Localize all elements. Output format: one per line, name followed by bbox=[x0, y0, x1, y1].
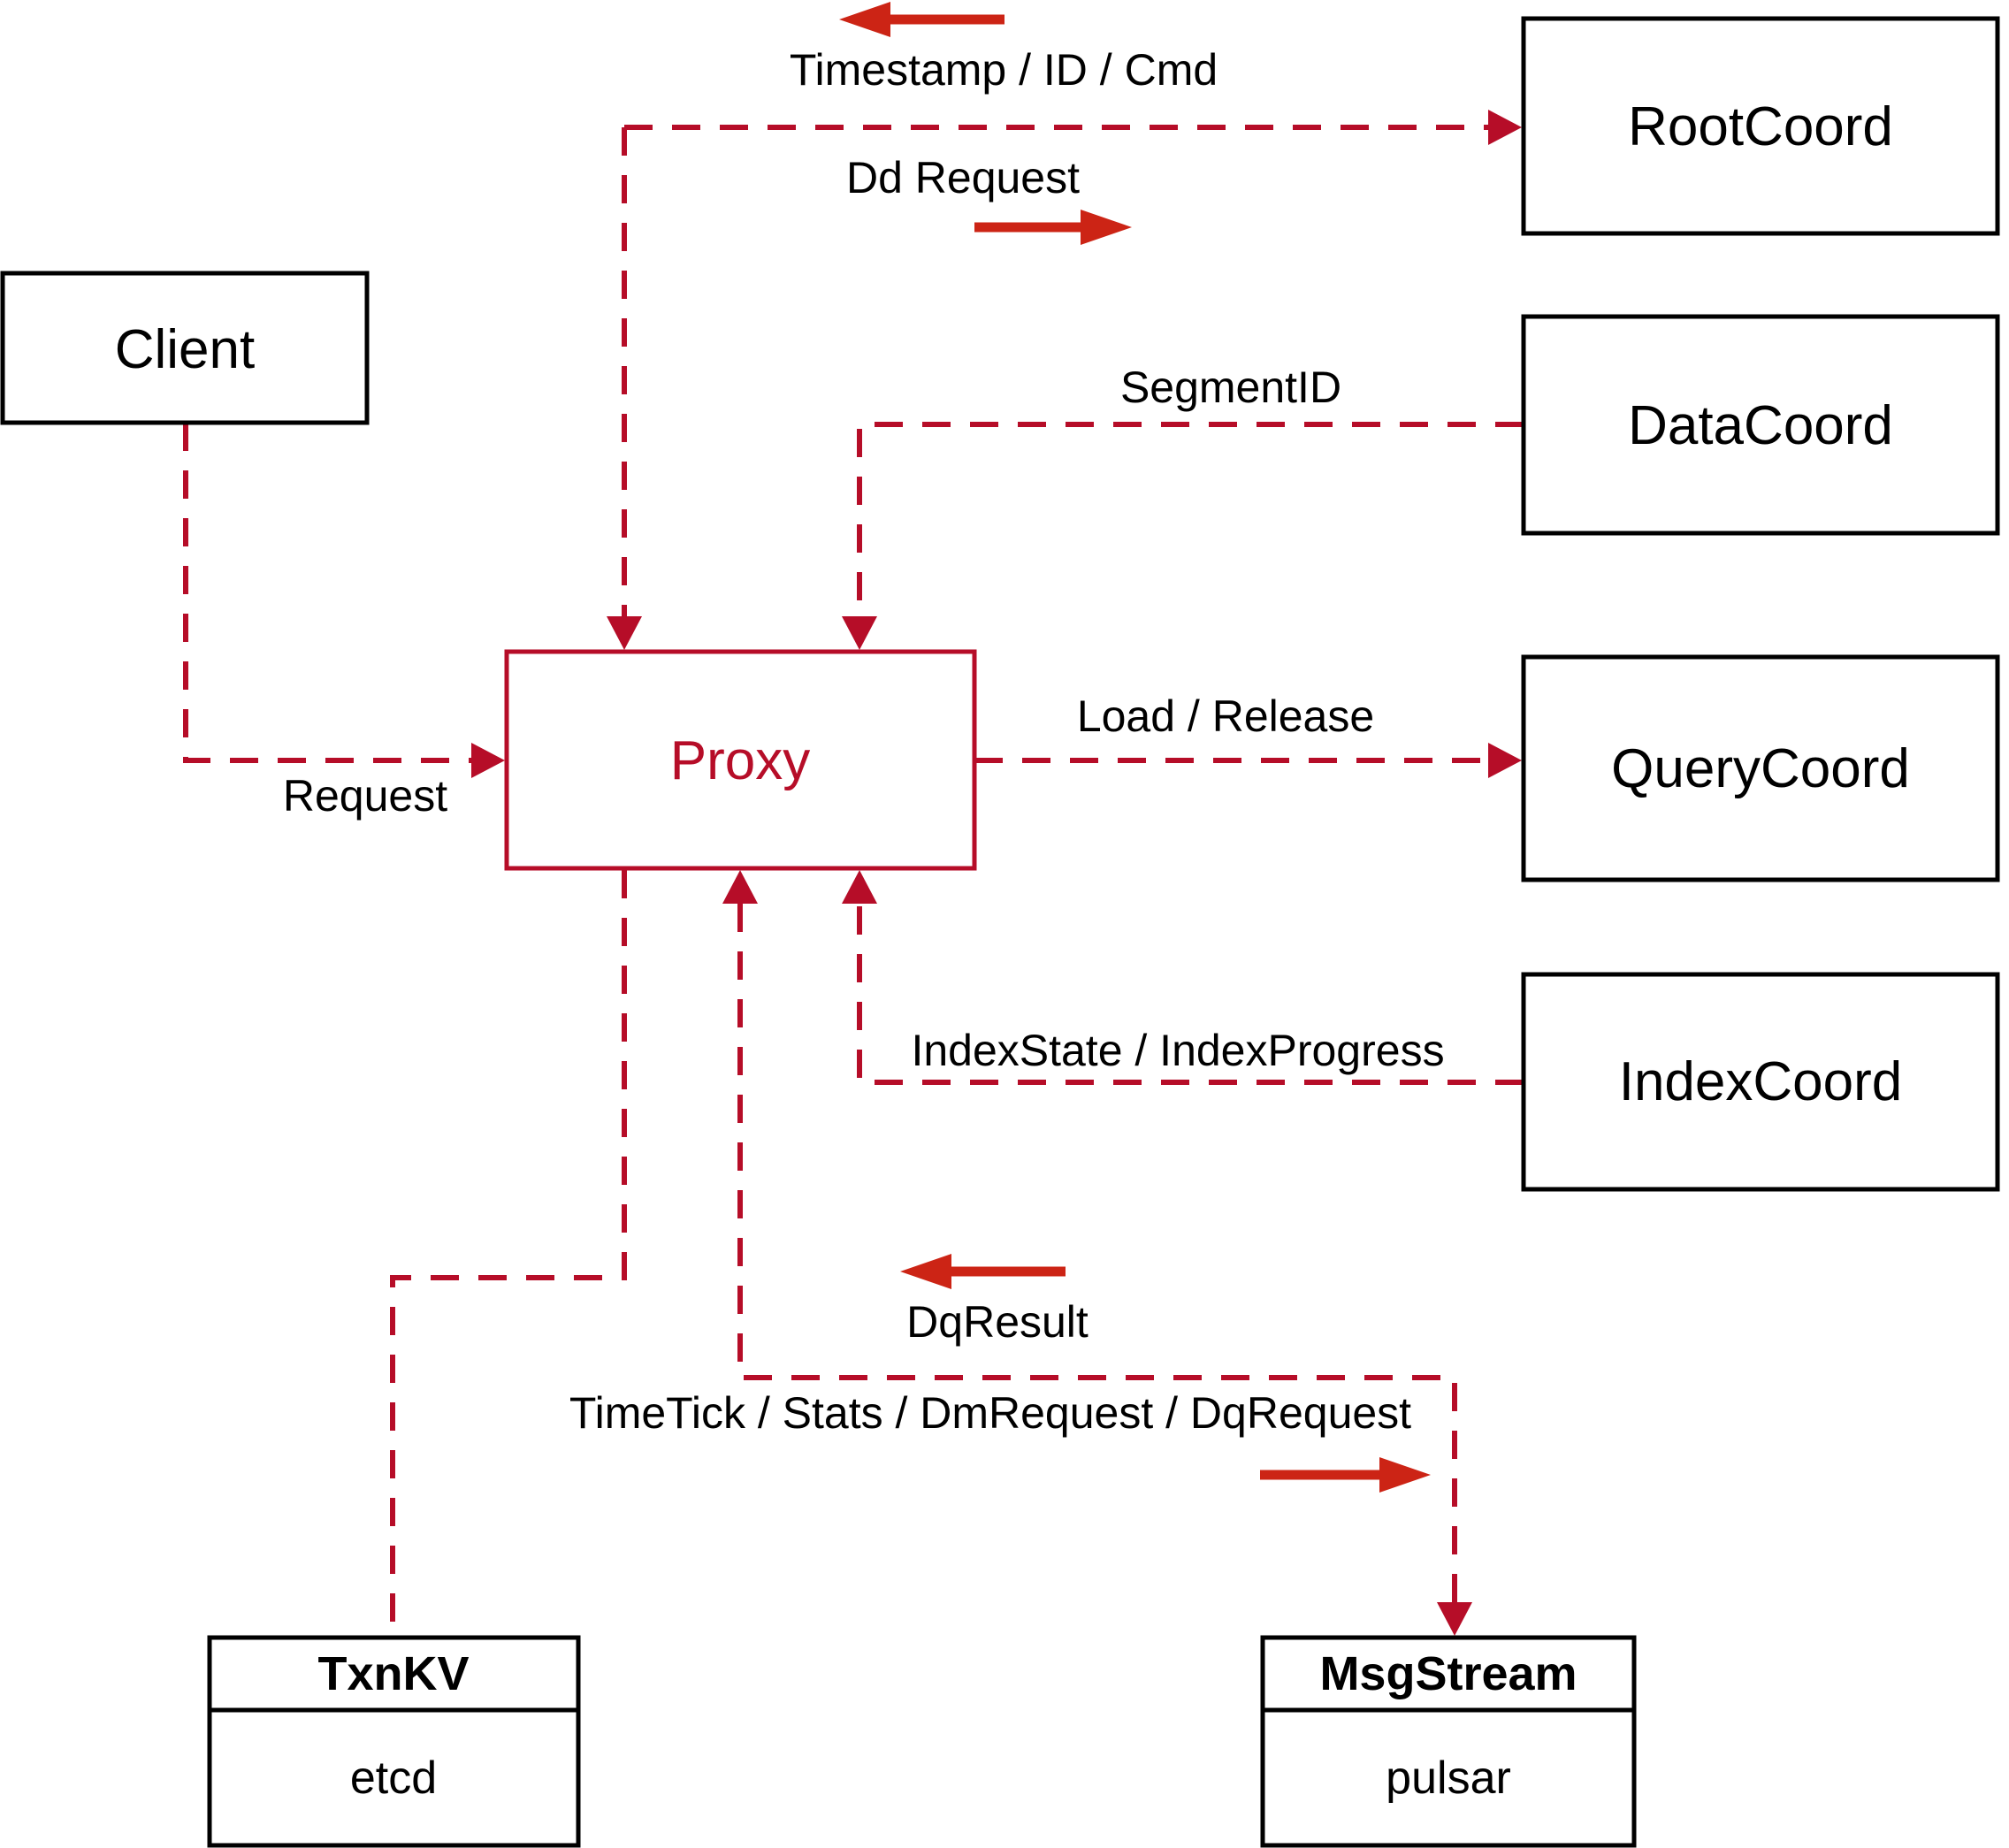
txnkv-title: TxnKV bbox=[317, 1647, 469, 1700]
arrowhead-into-querycoord bbox=[1488, 743, 1522, 778]
edge-indexcoord-proxy bbox=[857, 904, 1524, 1085]
rootcoord-label: RootCoord bbox=[1628, 96, 1893, 157]
node-proxy: Proxy bbox=[504, 649, 977, 871]
node-msgstream: MsgStream pulsar bbox=[1260, 1635, 1637, 1848]
edge-label-load-release: Load / Release bbox=[1077, 691, 1374, 741]
edge-proxy-txnkv bbox=[390, 870, 627, 1636]
client-box bbox=[0, 271, 370, 425]
arrowhead-into-proxy-left bbox=[471, 743, 505, 778]
txnkv-box bbox=[207, 1635, 581, 1848]
edges bbox=[183, 110, 1524, 1636]
indexcoord-box bbox=[1521, 972, 2000, 1192]
arrowhead-into-proxy-top-right bbox=[842, 616, 877, 650]
edge-label-timestamp-id-cmd: Timestamp / ID / Cmd bbox=[790, 45, 1218, 95]
proxy-box bbox=[504, 649, 977, 871]
msgstream-title: MsgStream bbox=[1319, 1647, 1577, 1700]
node-datacoord: DataCoord bbox=[1521, 314, 2000, 536]
datacoord-box bbox=[1521, 314, 2000, 536]
left-arrow-timestamp-icon bbox=[839, 2, 1004, 37]
node-rootcoord: RootCoord bbox=[1521, 16, 2000, 236]
right-arrow-dd-request-icon bbox=[974, 210, 1132, 245]
node-querycoord: QueryCoord bbox=[1521, 654, 2000, 882]
querycoord-label: QueryCoord bbox=[1611, 738, 1910, 799]
node-client: Client bbox=[0, 271, 370, 425]
left-arrow-dqresult-icon bbox=[900, 1254, 1066, 1289]
arrowhead-into-proxy-bottom-center bbox=[722, 870, 758, 904]
arrowhead-into-proxy-top-left bbox=[607, 616, 642, 650]
proxy-label: Proxy bbox=[670, 730, 810, 791]
direction-arrows bbox=[839, 2, 1431, 1493]
right-arrow-timetick-icon bbox=[1260, 1457, 1431, 1493]
node-txnkv: TxnKV etcd bbox=[207, 1635, 581, 1848]
indexcoord-label: IndexCoord bbox=[1619, 1051, 1903, 1112]
edge-labels: Timestamp / ID / Cmd Dd Request SegmentI… bbox=[283, 45, 1445, 1438]
edge-client-proxy bbox=[183, 423, 471, 763]
edge-proxy-msgstream bbox=[737, 904, 1457, 1602]
arrowhead-into-msgstream bbox=[1437, 1602, 1472, 1636]
edge-label-dq-result: DqResult bbox=[906, 1297, 1089, 1347]
edge-label-index-state: IndexState / IndexProgress bbox=[911, 1026, 1444, 1075]
datacoord-label: DataCoord bbox=[1628, 395, 1893, 456]
arrowhead-into-proxy-bottom-right bbox=[842, 870, 877, 904]
rootcoord-box bbox=[1521, 16, 2000, 236]
edge-label-timetick: TimeTick / Stats / DmRequest / DqRequest bbox=[569, 1388, 1411, 1438]
node-indexcoord: IndexCoord bbox=[1521, 972, 2000, 1192]
msgstream-impl: pulsar bbox=[1386, 1753, 1511, 1804]
client-label: Client bbox=[115, 319, 256, 380]
msgstream-box bbox=[1260, 1635, 1637, 1848]
edge-label-segment-id: SegmentID bbox=[1120, 363, 1341, 412]
edge-label-dd-request: Dd Request bbox=[846, 153, 1080, 202]
arrowhead-into-rootcoord bbox=[1488, 110, 1522, 145]
txnkv-impl: etcd bbox=[350, 1753, 437, 1804]
querycoord-box bbox=[1521, 654, 2000, 882]
edge-datacoord-proxy bbox=[857, 422, 1524, 616]
edge-label-request: Request bbox=[283, 771, 447, 821]
